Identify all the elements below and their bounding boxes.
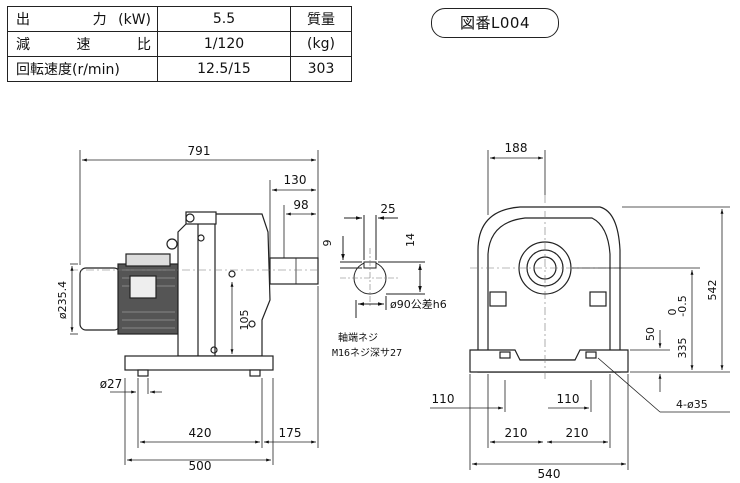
- side-view-drawing: [70, 211, 319, 377]
- dim-right-offset: 110: [557, 392, 580, 406]
- shaft-note-line2: M16ネジ深サ27: [332, 347, 402, 359]
- dim-shaft-key: 98: [293, 198, 308, 212]
- dim-mount-holes: 4-ø35: [676, 398, 708, 411]
- spec-label: 減 速 比: [7, 31, 158, 57]
- dim-right-half: 210: [566, 426, 589, 440]
- dim-key-height: 14: [404, 233, 417, 247]
- dim-left-offset: 110: [432, 392, 455, 406]
- spec-row: 減 速 比 1/120 (kg): [7, 31, 352, 57]
- dim-center-height: 335: [676, 338, 689, 359]
- dim-overall-length: 791: [188, 144, 211, 158]
- front-view-drawing: [469, 195, 629, 380]
- side-view-labels: 791 130 98 ø235.4 105 ø27 420 175 500: [56, 144, 309, 473]
- side-view-dimensions: [70, 150, 319, 465]
- output-shaft: [269, 257, 319, 285]
- dim-base-length: 500: [189, 459, 212, 473]
- dim-key-width: 25: [380, 202, 395, 216]
- dim-center-tol-lower: -0.5: [676, 295, 689, 316]
- front-view-dimensions: [430, 150, 730, 470]
- dim-bolt-hole: ø27: [100, 377, 123, 391]
- dim-total-height: 542: [706, 280, 719, 301]
- shaft-note-line1: 軸端ネジ: [338, 331, 378, 344]
- dim-base-thickness: 50: [644, 327, 657, 341]
- dim-shaft-length: 130: [284, 173, 307, 187]
- spec-table: 出 力(kW) 5.5 質量 減 速 比 1/120 (kg) 回転速度(r/m…: [7, 6, 352, 82]
- spec-value: 12.5/15: [157, 56, 291, 82]
- front-view-labels: 188 542 335 0 -0.5 50 110 110 210 210 54…: [432, 141, 719, 481]
- motor-nameplate: [129, 275, 157, 299]
- spec-row: 出 力(kW) 5.5 質量: [7, 6, 352, 32]
- shaft-detail-drawing: [340, 215, 425, 318]
- dim-motor-diameter: ø235.4: [56, 281, 69, 319]
- motor-body: [117, 263, 179, 335]
- dim-center-tol-upper: 0: [666, 309, 679, 316]
- spec-value: 5.5: [157, 6, 291, 32]
- dim-top-width: 188: [505, 141, 528, 155]
- dim-base-front: 175: [279, 426, 302, 440]
- dim-base-width: 540: [538, 467, 561, 481]
- spec-label: 回転速度(r/min): [7, 56, 158, 82]
- base-plate: [124, 355, 274, 371]
- dim-shaft-diameter: ø90公差h6: [390, 297, 447, 311]
- spec-row: 回転速度(r/min) 12.5/15 303: [7, 56, 352, 82]
- dim-base-height: 105: [238, 310, 251, 331]
- weight-unit: (kg): [290, 31, 352, 57]
- weight-value: 303: [290, 56, 352, 82]
- dim-key-depth: 9: [321, 240, 334, 247]
- shaft-detail-labels: 25 9 14 ø90公差h6 軸端ネジ M16ネジ深サ27: [321, 202, 447, 359]
- figure-number-badge: 図番L004: [431, 8, 559, 38]
- dim-left-half: 210: [505, 426, 528, 440]
- dim-mount-length: 420: [189, 426, 212, 440]
- motor-fan-cover: [79, 267, 121, 331]
- spec-label: 出 力(kW): [7, 6, 158, 32]
